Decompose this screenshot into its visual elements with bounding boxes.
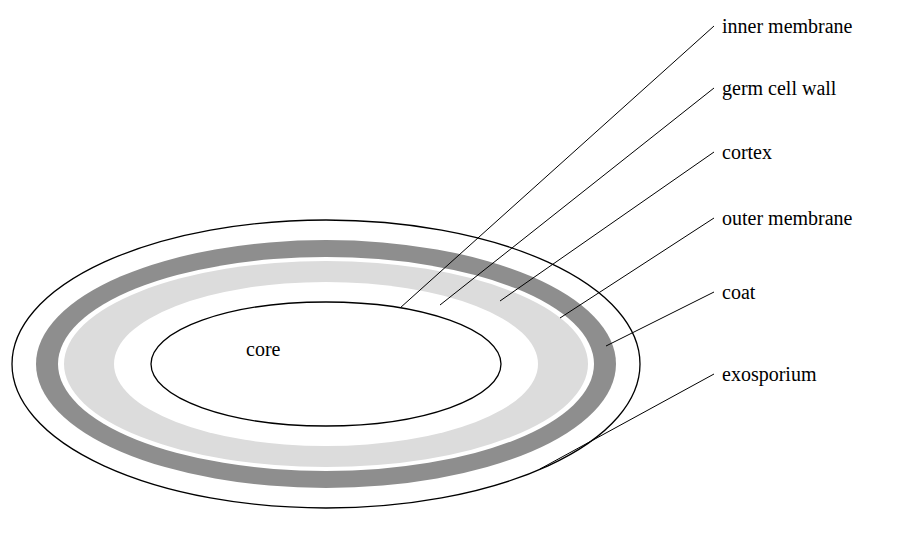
- outer-membrane-layer: [58, 257, 594, 471]
- part-label: exosporium: [722, 362, 816, 386]
- leader-line: [440, 88, 714, 305]
- part-label: coat: [722, 280, 755, 304]
- part-label: outer membrane: [722, 206, 853, 230]
- exosporium-layer: [12, 220, 640, 508]
- core-ellipse: core: [150, 301, 502, 427]
- leader-line: [540, 374, 714, 469]
- part-label: inner membrane: [722, 14, 853, 38]
- node-label: core: [246, 337, 280, 361]
- part-label: cortex: [722, 140, 772, 164]
- ellipse-outline: [150, 301, 502, 427]
- cortex-layer: [64, 261, 588, 467]
- core-outline: [151, 302, 501, 426]
- leader-line: [500, 152, 714, 301]
- coat-layer: [36, 240, 616, 488]
- leader-line: [606, 292, 714, 346]
- germ-cell-wall-layer: [114, 282, 538, 446]
- leader-line: [400, 26, 714, 308]
- part-label: germ cell wall: [722, 76, 836, 100]
